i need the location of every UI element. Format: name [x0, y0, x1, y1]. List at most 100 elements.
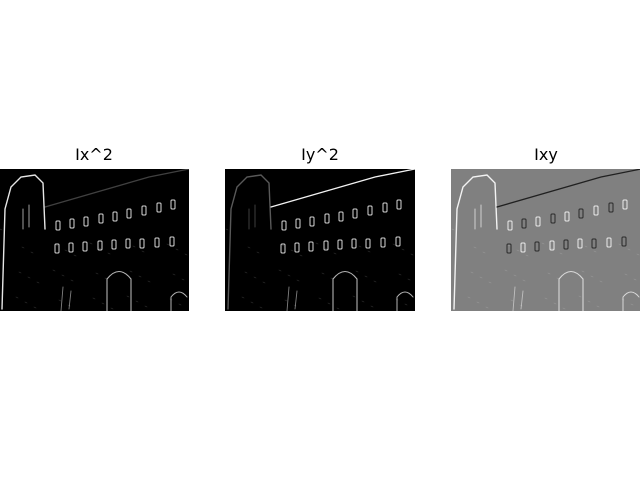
texture-edge	[504, 269, 508, 272]
texture-edge	[141, 250, 145, 253]
texture-edge	[166, 243, 170, 246]
window-edge	[550, 213, 556, 224]
window-edge	[308, 241, 314, 252]
window-edge	[621, 236, 627, 247]
ground-edge	[512, 286, 524, 311]
texture-edge	[175, 248, 179, 251]
texture-edge	[107, 252, 111, 255]
texture-edge	[241, 296, 245, 299]
texture-edge	[36, 281, 40, 284]
texture-edge	[172, 273, 176, 276]
texture-edge	[513, 274, 517, 277]
texture-edge	[244, 271, 248, 274]
texture-edge	[256, 251, 260, 254]
panel-title: Ixy	[534, 145, 558, 164]
texture-edge	[516, 249, 520, 252]
texture-edge	[184, 253, 188, 256]
texture-edge	[293, 304, 297, 307]
window-edge	[367, 205, 373, 216]
texture-edge	[352, 295, 356, 298]
image-background	[451, 169, 640, 311]
tower-detail-edge	[248, 204, 256, 230]
texture-edge	[392, 243, 396, 246]
texture-edge	[259, 306, 263, 309]
texture-edge	[355, 270, 359, 273]
texture-edge	[556, 277, 560, 280]
texture-edge	[410, 253, 414, 256]
texture-edge	[284, 299, 288, 302]
arch-edge	[622, 291, 640, 311]
texture-edge	[24, 301, 28, 304]
window-edge	[578, 208, 584, 219]
texture-edge	[507, 244, 511, 247]
tower-edge	[227, 174, 272, 310]
texture-edge	[132, 245, 136, 248]
image-background	[0, 169, 189, 311]
texture-edge	[559, 252, 563, 255]
texture-edge	[318, 297, 322, 300]
window-edge	[608, 202, 614, 213]
window-edge	[280, 243, 286, 254]
texture-edge	[333, 252, 337, 255]
texture-edge	[30, 251, 34, 254]
texture-edge	[169, 298, 173, 301]
texture-edge	[510, 299, 514, 302]
panel-title: Ix^2	[75, 145, 113, 164]
roofline-edge	[270, 169, 415, 208]
texture-edge	[395, 298, 399, 301]
texture-edge	[578, 295, 582, 298]
texture-edge	[126, 295, 130, 298]
window-edge	[156, 202, 162, 213]
edge-layer	[451, 169, 640, 311]
texture-edge	[473, 246, 477, 249]
edge-layer	[0, 169, 189, 311]
window-edge	[281, 220, 287, 231]
image-background	[225, 169, 415, 311]
window-edge	[593, 205, 599, 216]
texture-edge	[290, 249, 294, 252]
texture-edge	[135, 300, 139, 303]
window-edge	[563, 239, 569, 250]
texture-edge	[367, 250, 371, 253]
ix2-gradient-image	[0, 169, 189, 311]
texture-edge	[596, 305, 600, 308]
texture-edge	[262, 281, 266, 284]
arch-edge	[396, 291, 414, 311]
texture-edge	[401, 248, 405, 251]
arch-edge	[558, 270, 584, 311]
texture-edge	[18, 271, 22, 274]
texture-edge	[467, 296, 471, 299]
tower-edge	[1, 174, 46, 310]
texture-edge	[624, 273, 628, 276]
texture-edge	[581, 270, 585, 273]
texture-edge	[541, 242, 545, 245]
texture-edge	[330, 277, 334, 280]
window-edge	[83, 216, 89, 227]
texture-edge	[488, 281, 492, 284]
window-edge	[395, 236, 401, 247]
arch-edge	[332, 270, 358, 311]
texture-edge	[52, 269, 56, 272]
window-edge	[365, 238, 371, 249]
window-edge	[507, 220, 513, 231]
texture-edge	[296, 279, 300, 282]
texture-edge	[95, 272, 99, 275]
arch-edge	[170, 291, 188, 311]
texture-edge	[321, 272, 325, 275]
texture-edge	[630, 303, 634, 306]
texture-edge	[361, 300, 365, 303]
texture-edge	[621, 298, 625, 301]
texture-edge	[299, 254, 303, 257]
window-edge	[351, 238, 357, 249]
window-edge	[577, 238, 583, 249]
window-edge	[154, 237, 160, 248]
window-edge	[68, 242, 74, 253]
window-edge	[323, 240, 329, 251]
window-edge	[506, 243, 512, 254]
texture-edge	[147, 280, 151, 283]
window-edge	[82, 241, 88, 252]
texture-edge	[476, 301, 480, 304]
window-edge	[294, 242, 300, 253]
texture-edge	[407, 278, 411, 281]
window-edge	[309, 216, 315, 227]
